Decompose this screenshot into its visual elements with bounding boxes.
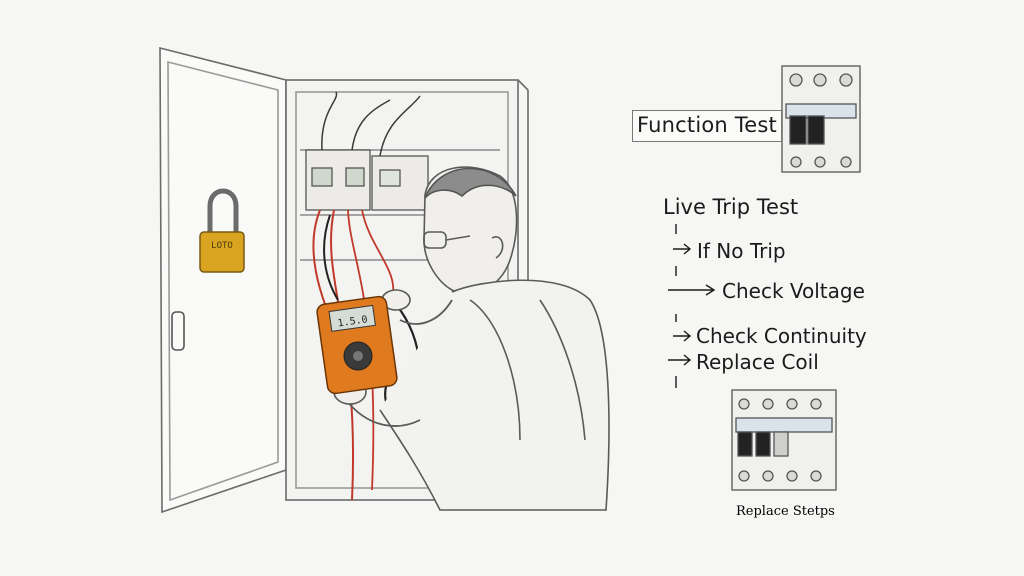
step-if-no-trip: If No Trip [697,239,786,263]
contactor-modules [305,149,429,211]
circuit-breaker-icon [781,65,861,173]
circuit-breaker-icon [731,389,837,491]
replace-steps-caption: Replace Stetps [736,504,835,519]
step-check-continuity: Check Continuity [696,324,867,348]
multimeter-icon: 1.5.0 [316,295,398,395]
flow-arrows [668,224,716,388]
multimeter-display: 1.5.0 [337,314,368,329]
live-trip-test-label: Live Trip Test [663,195,799,219]
technician [333,166,610,511]
padlock-icon: LOTO [199,188,245,273]
padlock-tag-text: LOTO [211,241,233,251]
step-check-voltage: Check Voltage [722,279,865,303]
step-replace-coil: Replace Coil [696,350,819,374]
function-test-box [632,110,782,142]
function-test-label: Function Test [637,113,777,137]
wiring [312,91,421,501]
